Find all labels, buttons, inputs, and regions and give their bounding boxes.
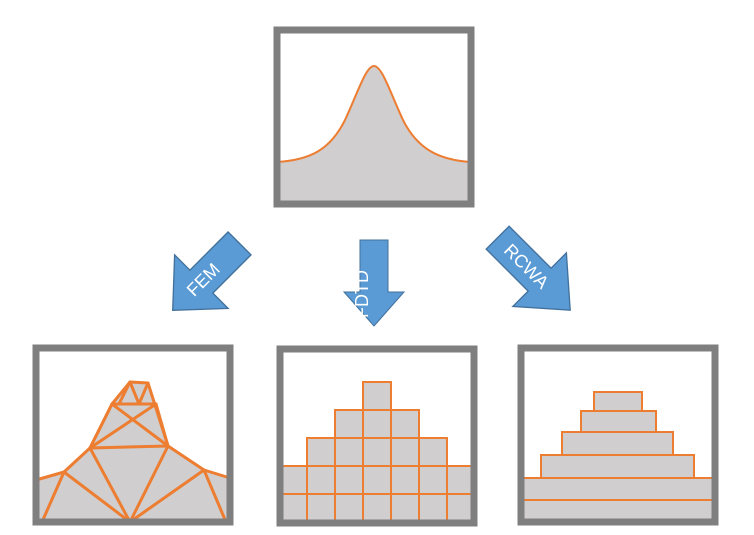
fdtd-grid-panel	[276, 345, 478, 527]
fem-mesh-panel	[32, 344, 234, 526]
rcwa-layers-frame	[517, 344, 719, 526]
fem-mesh-edges	[34, 380, 232, 524]
gaussian-profile-curve	[276, 64, 472, 163]
gaussian-profile-fill	[277, 66, 471, 204]
original-profile-panel	[273, 26, 475, 208]
rcwa-arrow: RCWA	[485, 225, 571, 311]
fdtd-label: FDTD	[352, 270, 372, 318]
fem-mesh-frame	[32, 344, 234, 526]
original-profile-frame	[273, 26, 475, 208]
fem-arrow: FEM	[172, 231, 252, 311]
rcwa-layers-panel	[517, 344, 719, 526]
fdtd-arrow: FDTD	[342, 239, 406, 327]
fdtd-grid-frame	[276, 345, 478, 527]
rcwa-layer-slabs	[520, 391, 716, 523]
